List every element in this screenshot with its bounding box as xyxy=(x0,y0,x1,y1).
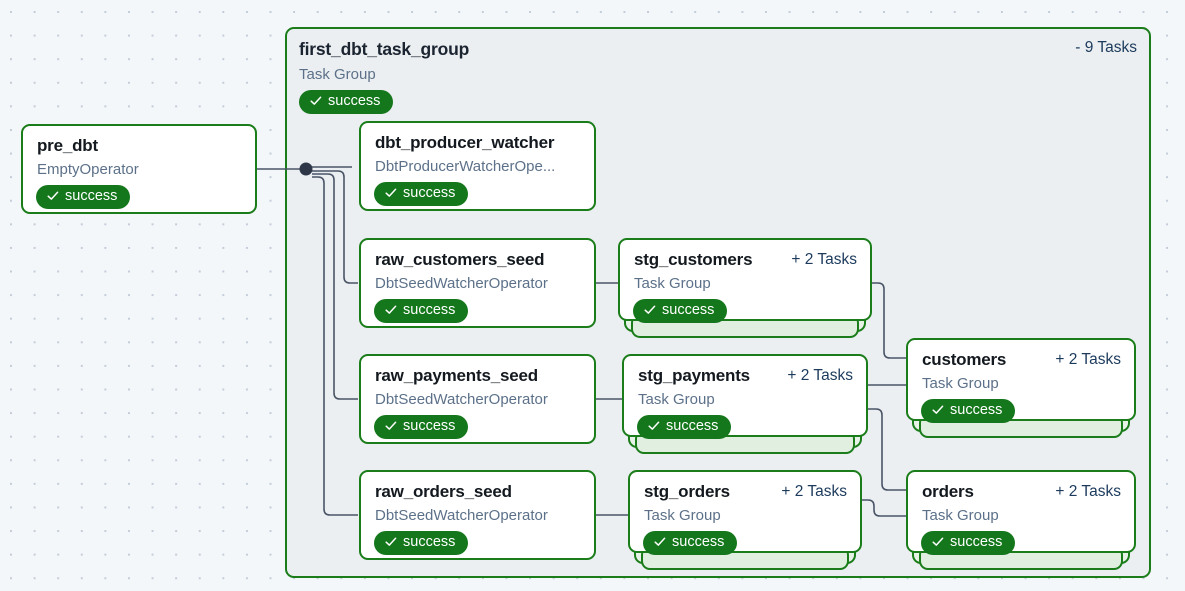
node-task-count: + 2 Tasks xyxy=(791,251,857,268)
node-pre-dbt[interactable]: pre_dbt EmptyOperator success xyxy=(21,124,257,214)
node-dbt-producer-watcher[interactable]: dbt_producer_watcher DbtProducerWatcherO… xyxy=(359,121,596,211)
node-status-label: success xyxy=(662,302,715,318)
task-group-task-count: - 9 Tasks xyxy=(1075,39,1137,56)
task-group-subtitle: Task Group xyxy=(299,66,376,83)
node-stg-payments[interactable]: stg_payments + 2 Tasks Task Group succes… xyxy=(622,354,868,439)
node-status-badge: success xyxy=(374,182,469,206)
node-subtitle: DbtSeedWatcherOperator xyxy=(375,275,548,292)
node-task-count: + 2 Tasks xyxy=(1055,351,1121,368)
check-icon xyxy=(644,304,656,316)
node-raw-orders-seed[interactable]: raw_orders_seed DbtSeedWatcherOperator s… xyxy=(359,470,596,560)
check-icon xyxy=(932,536,944,548)
node-subtitle: Task Group xyxy=(644,507,721,524)
task-group-title: first_dbt_task_group xyxy=(299,39,470,59)
node-raw-payments-seed[interactable]: raw_payments_seed DbtSeedWatcherOperator… xyxy=(359,354,596,444)
check-icon xyxy=(310,95,322,107)
check-icon xyxy=(932,404,944,416)
node-title: stg_payments xyxy=(638,366,750,385)
node-task-count: + 2 Tasks xyxy=(781,483,847,500)
node-raw-customers-seed[interactable]: raw_customers_seed DbtSeedWatcherOperato… xyxy=(359,238,596,328)
task-group-status-label: success xyxy=(328,93,381,109)
node-status-badge: success xyxy=(637,415,732,439)
node-status-badge: success xyxy=(374,299,469,323)
node-title: raw_payments_seed xyxy=(375,366,538,385)
node-stg-customers[interactable]: stg_customers + 2 Tasks Task Group succe… xyxy=(618,238,872,323)
node-task-count: + 2 Tasks xyxy=(787,367,853,384)
check-icon xyxy=(385,536,397,548)
node-title: orders xyxy=(922,482,974,501)
node-title: stg_customers xyxy=(634,250,753,269)
node-title: pre_dbt xyxy=(37,136,98,155)
node-status-label: success xyxy=(950,534,1003,550)
node-status-label: success xyxy=(403,302,456,318)
node-status-label: success xyxy=(403,418,456,434)
node-title: raw_orders_seed xyxy=(375,482,512,501)
node-subtitle: Task Group xyxy=(922,375,999,392)
node-title: raw_customers_seed xyxy=(375,250,545,269)
check-icon xyxy=(648,420,660,432)
node-status-label: success xyxy=(950,402,1003,418)
node-subtitle: DbtProducerWatcherOpe... xyxy=(375,158,556,175)
node-status-badge: success xyxy=(36,185,131,209)
node-title: dbt_producer_watcher xyxy=(375,133,555,152)
node-status-label: success xyxy=(403,185,456,201)
check-icon xyxy=(385,420,397,432)
node-status-label: success xyxy=(672,534,725,550)
check-icon xyxy=(385,304,397,316)
node-subtitle: DbtSeedWatcherOperator xyxy=(375,507,548,524)
node-subtitle: Task Group xyxy=(638,391,715,408)
node-status-badge: success xyxy=(643,531,738,555)
node-customers[interactable]: customers + 2 Tasks Task Group success xyxy=(906,338,1136,423)
task-group-status-badge: success xyxy=(299,90,394,114)
node-status-label: success xyxy=(65,188,118,204)
node-status-label: success xyxy=(403,534,456,550)
node-task-count: + 2 Tasks xyxy=(1055,483,1121,500)
check-icon xyxy=(47,190,59,202)
node-title: customers xyxy=(922,350,1007,369)
node-status-badge: success xyxy=(633,299,728,323)
node-stg-orders[interactable]: stg_orders + 2 Tasks Task Group success xyxy=(628,470,862,555)
node-subtitle: Task Group xyxy=(922,507,999,524)
node-subtitle: DbtSeedWatcherOperator xyxy=(375,391,548,408)
node-status-badge: success xyxy=(921,531,1016,555)
node-orders[interactable]: orders + 2 Tasks Task Group success xyxy=(906,470,1136,555)
node-status-badge: success xyxy=(374,531,469,555)
node-subtitle: EmptyOperator xyxy=(37,161,139,178)
node-title: stg_orders xyxy=(644,482,730,501)
node-status-badge: success xyxy=(921,399,1016,423)
node-status-badge: success xyxy=(374,415,469,439)
node-subtitle: Task Group xyxy=(634,275,711,292)
check-icon xyxy=(654,536,666,548)
check-icon xyxy=(385,187,397,199)
node-status-label: success xyxy=(666,418,719,434)
